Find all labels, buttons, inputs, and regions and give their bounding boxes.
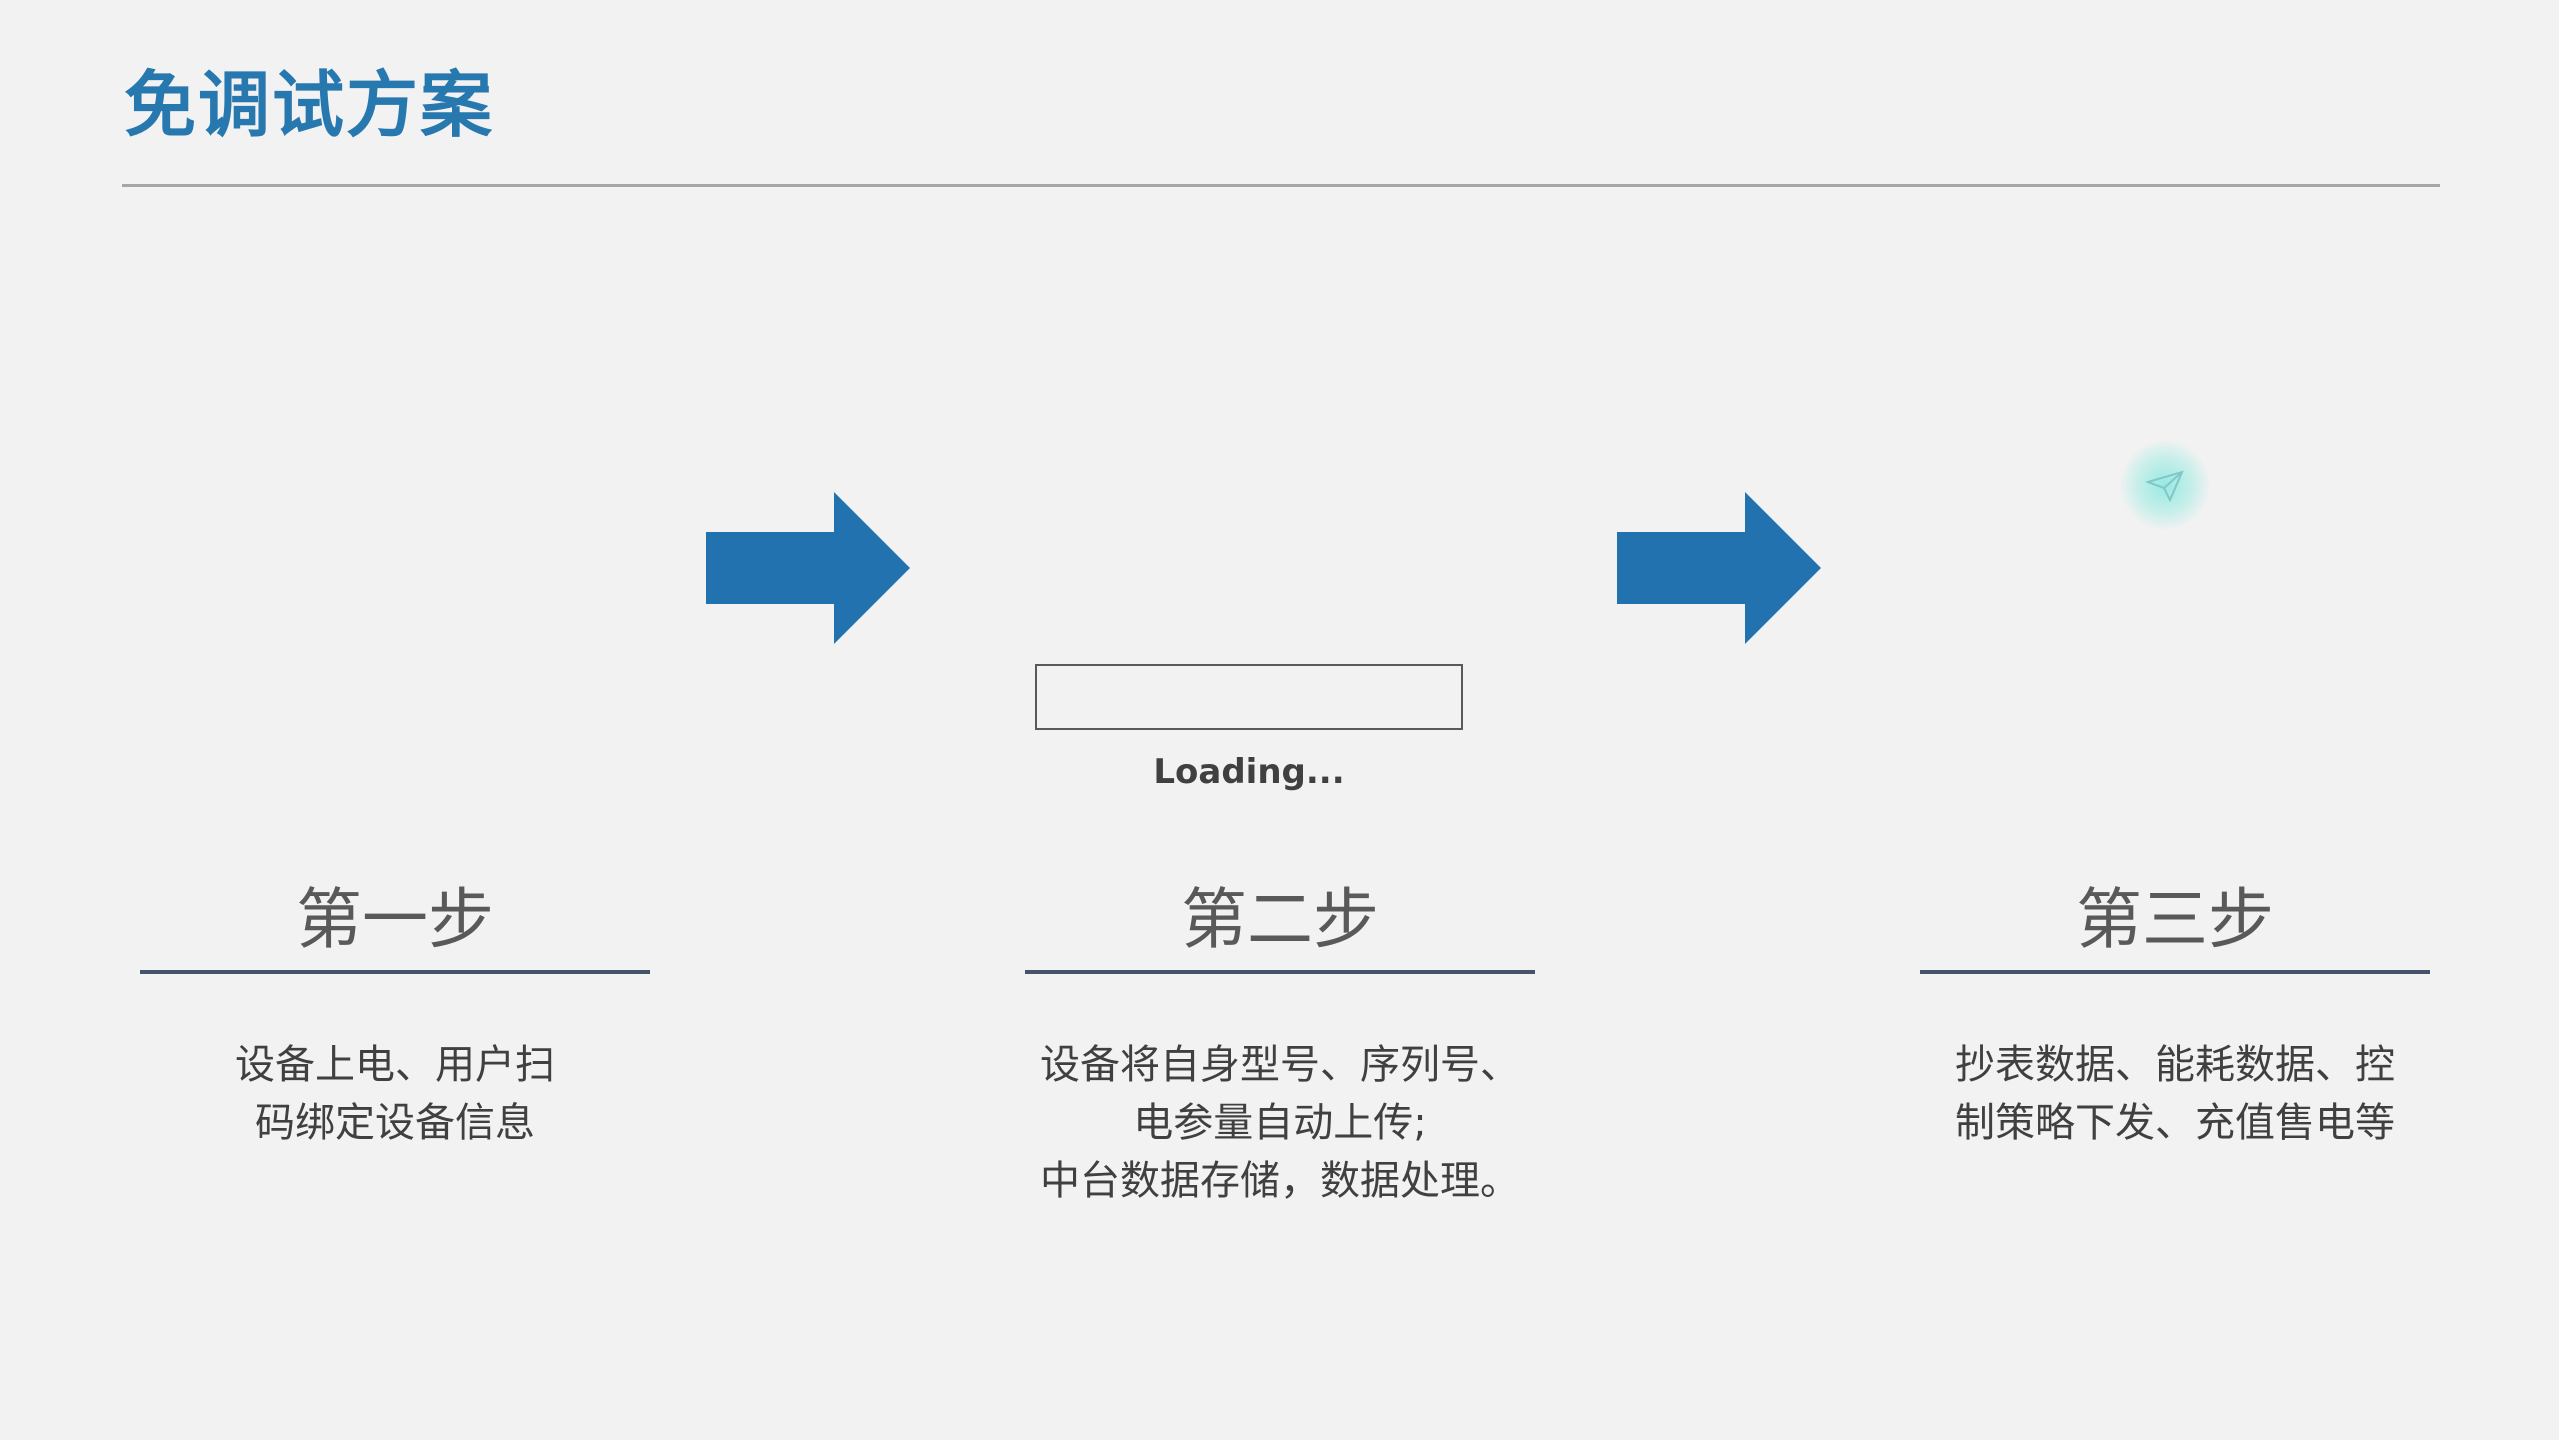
step-2-description: 设备将自身型号、序列号、 电参量自动上传; 中台数据存储，数据处理。 xyxy=(1025,1036,1535,1210)
step-3-divider xyxy=(1920,970,2430,974)
step-3-desc-line: 抄表数据、能耗数据、控 xyxy=(1955,1042,2395,1088)
step-2-desc-line: 中台数据存储，数据处理。 xyxy=(1040,1158,1520,1204)
step-3-title: 第三步 xyxy=(2076,881,2274,958)
step-3-description: 抄表数据、能耗数据、控 制策略下发、充值售电等 xyxy=(1920,1036,2430,1152)
step-2-desc-line: 设备将自身型号、序列号、 xyxy=(1040,1042,1520,1088)
right-arrow-icon xyxy=(706,492,910,644)
step-1-title: 第一步 xyxy=(296,881,494,958)
step-1-divider xyxy=(140,970,650,974)
loading-label: Loading... xyxy=(1153,752,1345,792)
step-3-desc-line: 制策略下发、充值售电等 xyxy=(1955,1100,2395,1146)
page-title: 免调试方案 xyxy=(124,63,495,147)
step-2-title: 第二步 xyxy=(1181,881,1379,958)
step-1-desc-line: 设备上电、用户扫 xyxy=(235,1042,555,1088)
step-2-desc-line: 电参量自动上传; xyxy=(1133,1100,1427,1146)
step-2-divider xyxy=(1025,970,1535,974)
title-divider xyxy=(122,184,2440,187)
loading-progress-bar xyxy=(1035,664,1463,730)
step-1-description: 设备上电、用户扫 码绑定设备信息 xyxy=(140,1036,650,1152)
right-arrow-icon xyxy=(1617,492,1821,644)
step-1-desc-line: 码绑定设备信息 xyxy=(255,1100,535,1146)
sparkle-icon xyxy=(2120,440,2210,530)
